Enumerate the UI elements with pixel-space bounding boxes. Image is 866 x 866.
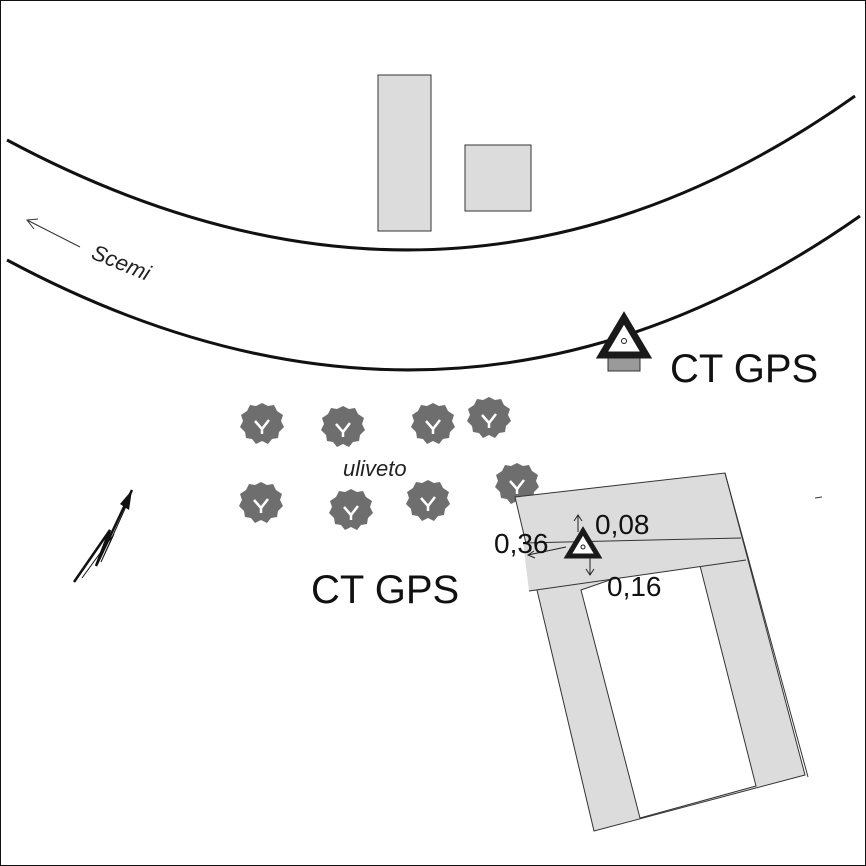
north-arrow-icon — [72, 489, 134, 583]
direction-arrow-icon — [26, 218, 81, 248]
olive-tree-icon — [406, 480, 450, 521]
courtyard-building — [514, 472, 809, 832]
road-edge-lower — [6, 214, 861, 372]
building-tall — [377, 74, 432, 232]
olive-tree-icon — [321, 406, 365, 447]
triangle-marker-icon — [563, 526, 603, 559]
offset-bottom-label: 0,16 — [607, 571, 662, 602]
offset-arrows — [526, 514, 595, 576]
offset-left-label: 0,36 — [494, 528, 549, 559]
station-label-main: CT GPS — [670, 347, 818, 391]
olive-tree-icon — [239, 482, 283, 523]
road-edge-upper — [6, 94, 856, 252]
road-direction-label: Scemi — [88, 239, 155, 285]
olive-tree-icon — [329, 489, 373, 530]
station-label-secondary: CT GPS — [311, 568, 459, 612]
stray-mark — [814, 496, 823, 499]
olive-grove-label: uliveto — [343, 456, 407, 481]
building-square — [464, 144, 532, 212]
olive-tree-icon — [240, 403, 284, 444]
olive-tree-icon — [495, 463, 539, 504]
triangle-marker-icon — [595, 311, 653, 359]
olive-tree-icon — [467, 397, 511, 438]
offset-top-label: 0,08 — [595, 509, 650, 540]
olive-tree-icon — [411, 403, 455, 444]
station-pillar — [607, 356, 641, 372]
